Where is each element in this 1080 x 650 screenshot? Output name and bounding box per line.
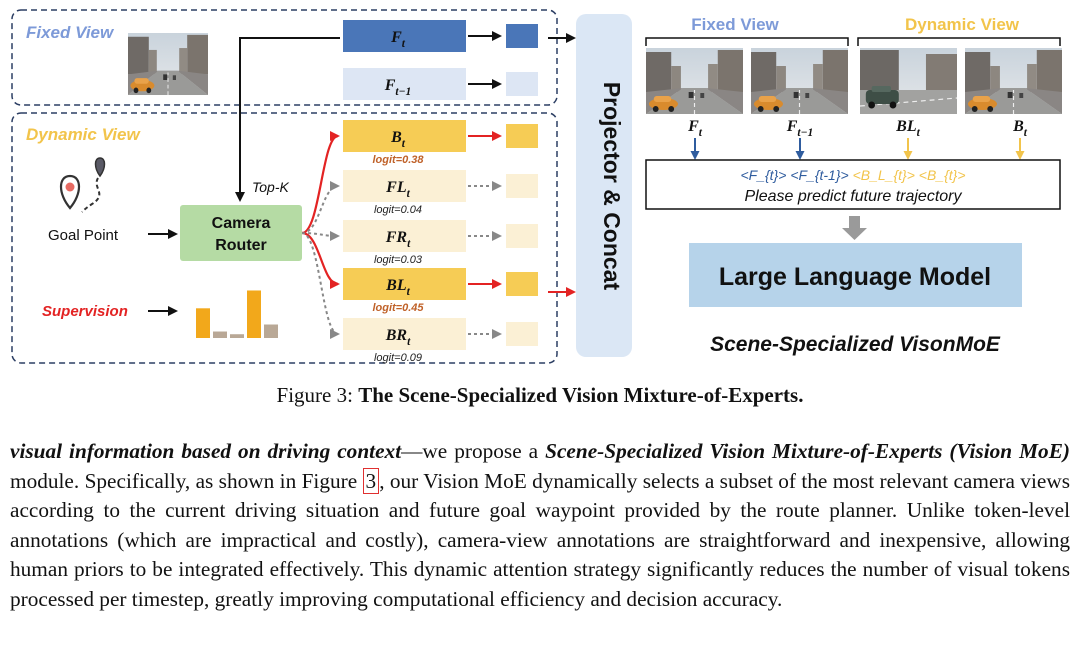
expert-logit-2: logit=0.03 xyxy=(374,254,423,266)
goal-point-icon xyxy=(59,157,106,213)
token-f-t: <F_{t}> xyxy=(740,167,786,183)
frame-fixed-t xyxy=(645,47,744,115)
fixed-view-panel: Fixed View xyxy=(11,9,558,106)
moe-figure: Fixed View Dynamic View Goal Point Super… xyxy=(11,9,1063,364)
router-to-expert-arrow-3 xyxy=(301,231,340,289)
fixed-feature-label-1: Ft−1 xyxy=(384,77,412,98)
frame-label-group: Ft Ft−1 BLt Bt xyxy=(687,118,1028,139)
expert-token-3 xyxy=(506,272,538,296)
expert-box-0 xyxy=(343,120,466,152)
paragraph-text-1: —we propose a xyxy=(401,439,546,463)
expert-logit-0: logit=0.38 xyxy=(372,154,424,166)
expert-logit-3: logit=0.45 xyxy=(372,302,424,314)
fixed-feature-label-0: Ft xyxy=(390,29,406,50)
module-name: Scene-Specialized Vision Mixture-of-Expe… xyxy=(545,439,1071,463)
supervision-bar-1 xyxy=(213,331,227,338)
body-paragraph: visual information based on driving cont… xyxy=(10,437,1070,614)
token-line: <F_{t}> <F_{t-1}> <B_L_{t}> <B_{t}> xyxy=(740,167,965,183)
router-to-expert-arrow-0 xyxy=(301,131,340,235)
expert-label-0: Bt xyxy=(390,129,406,150)
router-to-expert-arrow-1 xyxy=(301,181,340,234)
projector-label: Projector & Concat xyxy=(599,82,625,291)
paragraph-lead: visual information based on driving cont… xyxy=(10,439,402,463)
supervision-bar-chart xyxy=(196,290,278,338)
expert-box-1 xyxy=(343,170,466,202)
expert-box-2 xyxy=(343,220,466,252)
supervision-bar-2 xyxy=(230,334,244,338)
frame-label-0: Ft xyxy=(687,118,703,139)
expert-logit-4: logit=0.09 xyxy=(374,352,422,364)
right-dynamic-view-label: Dynamic View xyxy=(905,15,1020,34)
prompt-line: Please predict future trajectory xyxy=(745,188,963,205)
expert-token-4 xyxy=(506,322,538,346)
right-fixed-view-label: Fixed View xyxy=(691,15,779,34)
caption-prefix: Figure 3: xyxy=(276,383,359,407)
llm-block: Large Language Model xyxy=(689,243,1022,307)
router-to-expert-arrow-2 xyxy=(301,230,340,241)
supervision-bar-4 xyxy=(264,324,278,338)
expert-token-1 xyxy=(506,174,538,198)
expert-label-2: FRt xyxy=(385,229,411,250)
camera-router: Camera Router xyxy=(180,205,302,261)
paragraph-text-3: , our Vision MoE dynamically selects a s… xyxy=(10,468,1070,611)
expert-token-2 xyxy=(506,224,538,248)
token-bl-t: <B_L_{t}> xyxy=(853,167,915,183)
supervision-label: Supervision xyxy=(42,303,128,320)
frame-dynamic-bl xyxy=(859,47,958,115)
fixed-bracket xyxy=(645,37,849,46)
projector-concat-block: Projector & Concat xyxy=(576,14,632,357)
expert-label-1: FLt xyxy=(385,179,410,200)
fixed-feature-box-0 xyxy=(343,20,466,52)
router-to-expert-arrow-4 xyxy=(301,232,340,339)
expert-logit-1: logit=0.04 xyxy=(374,204,422,216)
expert-token-0 xyxy=(506,124,538,148)
expert-box-4 xyxy=(343,318,466,350)
dynamic-view-panel: Dynamic View xyxy=(11,112,558,364)
prompt-to-llm-arrow xyxy=(842,216,867,240)
token-f-t-1: <F_{t-1}> xyxy=(790,167,848,183)
frame-label-2: BLt xyxy=(895,118,920,139)
router-label-line2: Router xyxy=(215,237,267,254)
dynamic-bracket xyxy=(857,37,1061,46)
fixed-feature-box-1 xyxy=(343,68,466,100)
caption-title: The Scene-Specialized Vision Mixture-of-… xyxy=(358,383,804,407)
router-label-line1: Camera xyxy=(212,215,271,232)
expert-label-3: BLt xyxy=(385,277,410,298)
figure-reference-link[interactable]: 3 xyxy=(362,467,380,494)
token-b-t: <B_{t}> xyxy=(919,167,966,183)
top-k-label: Top-K xyxy=(252,179,290,195)
fixed-token-1 xyxy=(506,72,538,96)
expert-label-4: BRt xyxy=(385,327,411,348)
expert-box-3 xyxy=(343,268,466,300)
supervision-bar-0 xyxy=(196,308,210,338)
fixed-view-label: Fixed View xyxy=(26,23,115,42)
dynamic-view-label: Dynamic View xyxy=(26,125,141,144)
fixed-camera-image xyxy=(127,32,209,96)
llm-label: Large Language Model xyxy=(719,263,991,291)
prompt-box: <F_{t}> <F_{t-1}> <B_L_{t}> <B_{t}> Plea… xyxy=(645,159,1061,210)
figure-caption: Figure 3: The Scene-Specialized Vision M… xyxy=(0,383,1080,408)
supervision-bar-3 xyxy=(247,290,261,338)
fixed-token-0 xyxy=(506,24,538,48)
frame-label-3: Bt xyxy=(1012,118,1028,139)
top-k-arrow xyxy=(235,37,340,202)
frame-label-1: Ft−1 xyxy=(786,118,814,139)
goal-point-label: Goal Point xyxy=(48,227,119,244)
frame-fixed-t-minus-1 xyxy=(750,47,849,115)
frame-dynamic-b xyxy=(964,47,1063,115)
right-panel-title: Scene-Specialized VisonMoE xyxy=(710,333,1001,356)
paragraph-text-2: module. Specifically, as shown in Figure xyxy=(10,468,363,493)
